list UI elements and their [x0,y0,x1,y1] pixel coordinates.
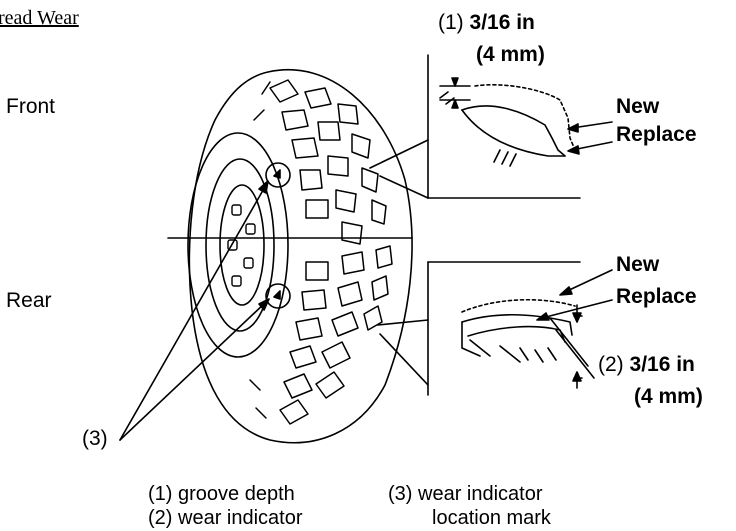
wheel-rim-outer [188,133,288,357]
front-label: Front [6,96,55,117]
rear-label: Rear [6,290,52,311]
tread-pattern [250,80,392,424]
legend-item-2: (2) wear indicator [148,508,303,528]
top-callout-lines [370,55,612,198]
groove-depth-metric: (4 mm) [476,44,545,65]
wear-indicator-ref: (2) 3/16 in [598,354,695,375]
top-replace-label: Replace [616,124,697,145]
bottom-callout-lines [378,262,612,395]
groove-depth-ref: (1) 3/16 in [438,12,535,33]
bottom-replace-label: Replace [616,286,697,307]
groove-depth-value: 3/16 in [470,11,535,34]
location-mark-ref: (3) [82,428,108,449]
wear-indicator-value: 3/16 in [630,353,695,376]
groove-depth-number: (1) [438,11,464,34]
bottom-new-label: New [616,254,659,275]
legend-item-3-continued: location mark [432,508,551,528]
wear-indicator-number: (2) [598,353,624,376]
section-title: read Wear [0,8,79,28]
legend-item-3: (3) wear indicator [388,484,543,504]
top-new-label: New [616,96,659,117]
legend-item-1: (1) groove depth [148,484,295,504]
tire-outline [189,70,412,443]
wear-indicator-metric: (4 mm) [634,386,703,407]
